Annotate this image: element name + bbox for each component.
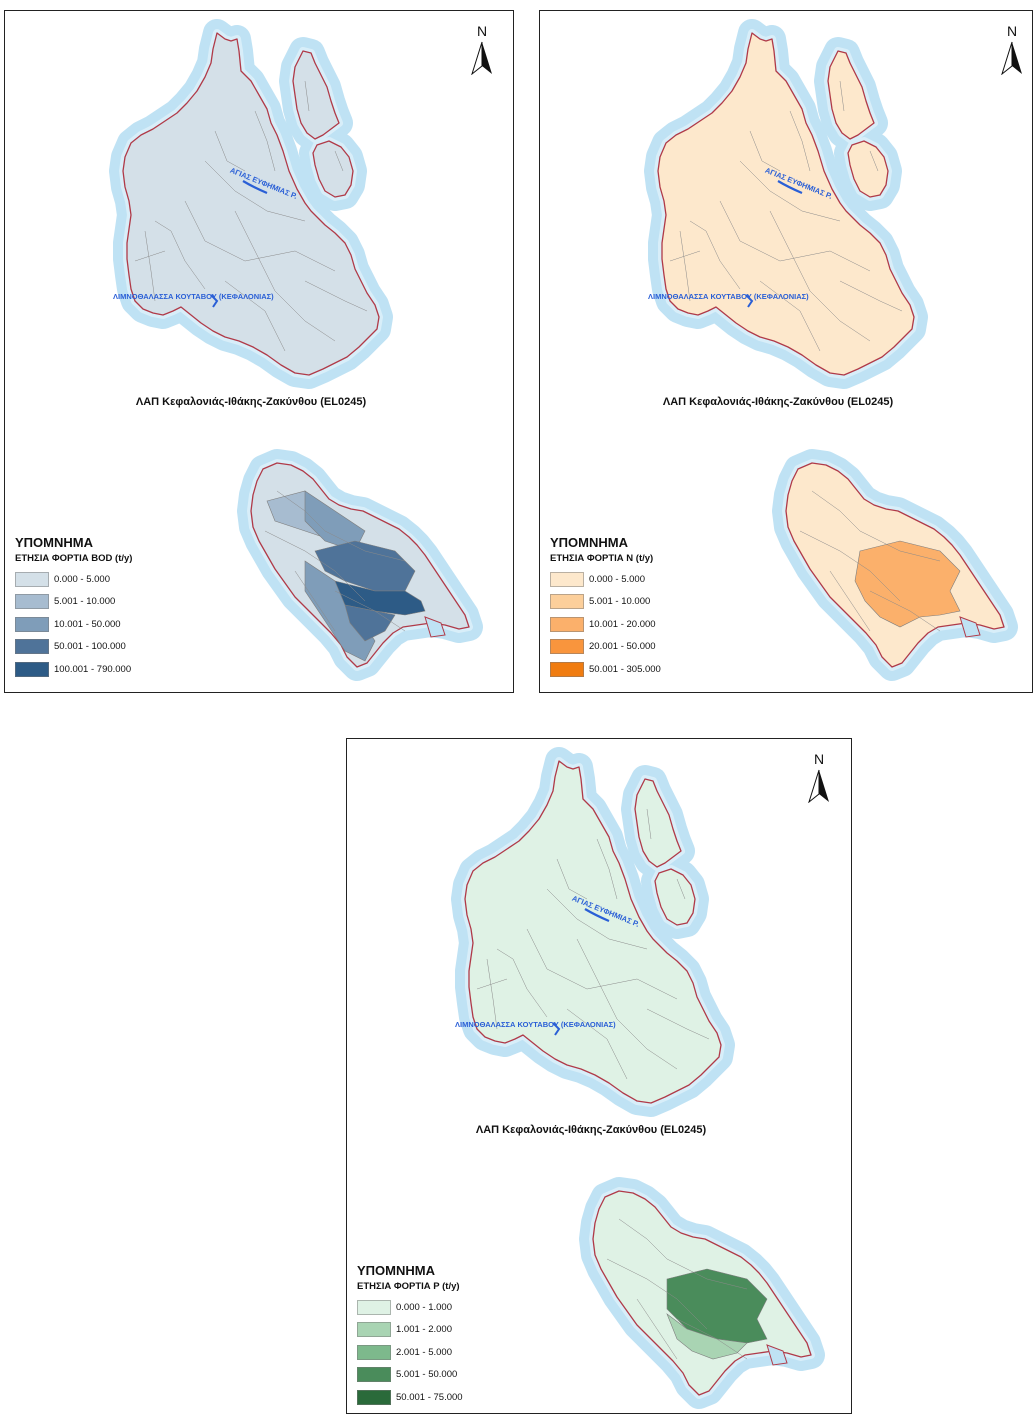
laganas-bay	[766, 1344, 788, 1366]
legend-title: ΥΠΟΜΝΗΜΑ	[550, 535, 628, 550]
map-canvas: ΑΓΙΑΣ ΕΥΦΗΜΙΑΣ Ρ.ΛΙΜΝΟΘΑΛΑΣΣΑ ΚΟΥΤΑΒΟΥ (…	[109, 19, 483, 681]
map-canvas: ΑΓΙΑΣ ΕΥΦΗΜΙΑΣ Ρ.ΛΙΜΝΟΘΑΛΑΣΣΑ ΚΟΥΤΑΒΟΥ (…	[644, 19, 1018, 681]
lagoon-label: ΛΙΜΝΟΘΑΛΑΣΣΑ ΚΟΥΤΑΒΟΥ (ΚΕΦΑΛΟΝΙΑΣ)	[455, 1020, 616, 1029]
legend-item: 5.001 - 50.000	[357, 1364, 463, 1387]
lagoon-label: ΛΙΜΝΟΘΑΛΑΣΣΑ ΚΟΥΤΑΒΟΥ (ΚΕΦΑΛΟΝΙΑΣ)	[648, 292, 809, 301]
subbasin-class-2	[854, 540, 961, 628]
legend-label: 50.001 - 75.000	[396, 1391, 463, 1403]
legend-item: 2.001 - 5.000	[357, 1341, 463, 1364]
river-agias-efimias	[584, 908, 610, 923]
legend-item: 0.000 - 5.000	[550, 568, 661, 591]
map-panel-n: ΑΓΙΑΣ ΕΥΦΗΜΙΑΣ Ρ.ΛΙΜΝΟΘΑΛΑΣΣΑ ΚΟΥΤΑΒΟΥ (…	[539, 10, 1033, 693]
north-arrow-icon	[808, 769, 829, 803]
legend-item: 5.001 - 10.000	[15, 591, 132, 614]
north-arrow: N	[804, 751, 834, 803]
basin-caption: ΛΑΠ Κεφαλονιάς-Ιθάκης-Ζακύνθου (EL0245)	[662, 396, 894, 408]
north-arrow-icon	[1001, 41, 1022, 75]
legend-item: 0.000 - 5.000	[15, 568, 132, 591]
legend-label: 2.001 - 5.000	[396, 1346, 452, 1358]
legend-swatch	[15, 639, 49, 655]
legend-label: 0.000 - 1.000	[396, 1301, 452, 1313]
legend-swatch	[550, 571, 584, 587]
legend-swatch	[550, 616, 584, 632]
legend-subtitle: ΕΤΗΣΙΑ ΦΟΡΤΙΑ BOD (t/y)	[15, 553, 133, 564]
island-ithaca	[827, 50, 889, 198]
legend-title: ΥΠΟΜΝΗΜΑ	[15, 535, 93, 550]
legend-swatch	[15, 571, 49, 587]
legend: ΥΠΟΜΝΗΜΑ ΕΤΗΣΙΑ ΦΟΡΤΙΑ BOD (t/y) 0.000 - 5…	[15, 535, 132, 681]
island-ithaca	[634, 778, 696, 926]
legend-item: 50.001 - 100.000	[15, 636, 132, 659]
legend-label: 0.000 - 5.000	[54, 573, 110, 585]
lagoon-koutavos	[552, 1022, 561, 1036]
north-label: N	[476, 23, 488, 39]
legend-subtitle: ΕΤΗΣΙΑ ΦΟΡΤΙΑ P (t/y)	[357, 1281, 460, 1292]
legend-label: 10.001 - 20.000	[589, 618, 656, 630]
basin-caption: ΛΑΠ Κεφαλονιάς-Ιθάκης-Ζακύνθου (EL0245)	[475, 1124, 707, 1136]
legend-swatch	[15, 661, 49, 677]
legend-swatch	[550, 661, 584, 677]
legend-item: 0.000 - 1.000	[357, 1296, 463, 1319]
north-label: N	[1006, 23, 1018, 39]
river-agias-efimias	[242, 180, 268, 195]
legend-item: 50.001 - 305.000	[550, 658, 661, 681]
legend-swatch	[15, 616, 49, 632]
basin-caption: ΛΑΠ Κεφαλονιάς-Ιθάκης-Ζακύνθου (EL0245)	[135, 396, 367, 408]
legend-label: 50.001 - 100.000	[54, 641, 126, 653]
legend-item: 1.001 - 2.000	[357, 1319, 463, 1342]
legend-item: 50.001 - 75.000	[357, 1386, 463, 1409]
laganas-bay	[959, 616, 981, 638]
legend-swatch	[550, 594, 584, 610]
map-panel-p: ΑΓΙΑΣ ΕΥΦΗΜΙΑΣ Ρ.ΛΙΜΝΟΘΑΛΑΣΣΑ ΚΟΥΤΑΒΟΥ (…	[346, 738, 852, 1414]
legend-item: 10.001 - 20.000	[550, 613, 661, 636]
island-kefalonia	[122, 32, 380, 376]
lagoon-koutavos	[745, 294, 754, 308]
legend-item: 5.001 - 10.000	[550, 591, 661, 614]
legend-swatch	[357, 1299, 391, 1315]
north-arrow: N	[467, 23, 497, 75]
legend-label: 10.001 - 50.000	[54, 618, 121, 630]
legend-item: 10.001 - 50.000	[15, 613, 132, 636]
legend: ΥΠΟΜΝΗΜΑ ΕΤΗΣΙΑ ΦΟΡΤΙΑ P (t/y) 0.000 - 1.0…	[357, 1263, 463, 1409]
map-canvas: ΑΓΙΑΣ ΕΥΦΗΜΙΑΣ Ρ.ΛΙΜΝΟΘΑΛΑΣΣΑ ΚΟΥΤΑΒΟΥ (…	[451, 747, 825, 1409]
island-ithaca	[292, 50, 354, 198]
river-agias-efimias	[777, 180, 803, 195]
lagoon-koutavos	[210, 294, 219, 308]
legend: ΥΠΟΜΝΗΜΑ ΕΤΗΣΙΑ ΦΟΡΤΙΑ N (t/y) 0.000 - 5.0…	[550, 535, 661, 681]
legend-swatch	[15, 594, 49, 610]
legend-swatch	[357, 1389, 391, 1405]
island-kefalonia	[657, 32, 915, 376]
legend-item: 100.001 - 790.000	[15, 658, 132, 681]
legend-subtitle: ΕΤΗΣΙΑ ΦΟΡΤΙΑ N (t/y)	[550, 553, 654, 564]
legend-swatch	[550, 639, 584, 655]
north-label: N	[813, 751, 825, 767]
island-kefalonia	[464, 760, 722, 1104]
legend-swatch	[357, 1367, 391, 1383]
legend-title: ΥΠΟΜΝΗΜΑ	[357, 1263, 435, 1278]
north-arrow: N	[997, 23, 1027, 75]
laganas-bay	[424, 616, 446, 638]
map-panel-bod: ΑΓΙΑΣ ΕΥΦΗΜΙΑΣ Ρ.ΛΙΜΝΟΘΑΛΑΣΣΑ ΚΟΥΤΑΒΟΥ (…	[4, 10, 514, 693]
north-arrow-icon	[471, 41, 492, 75]
legend-label: 0.000 - 5.000	[589, 573, 645, 585]
legend-label: 5.001 - 50.000	[396, 1369, 458, 1381]
legend-label: 100.001 - 790.000	[54, 663, 132, 675]
lagoon-label: ΛΙΜΝΟΘΑΛΑΣΣΑ ΚΟΥΤΑΒΟΥ (ΚΕΦΑΛΟΝΙΑΣ)	[113, 292, 274, 301]
legend-swatch	[357, 1322, 391, 1338]
legend-item: 20.001 - 50.000	[550, 636, 661, 659]
legend-label: 50.001 - 305.000	[589, 663, 661, 675]
legend-label: 5.001 - 10.000	[54, 596, 116, 608]
legend-label: 20.001 - 50.000	[589, 641, 656, 653]
legend-label: 1.001 - 2.000	[396, 1324, 452, 1336]
subbasin-class-1	[666, 1313, 748, 1360]
legend-swatch	[357, 1344, 391, 1360]
legend-label: 5.001 - 10.000	[589, 596, 651, 608]
